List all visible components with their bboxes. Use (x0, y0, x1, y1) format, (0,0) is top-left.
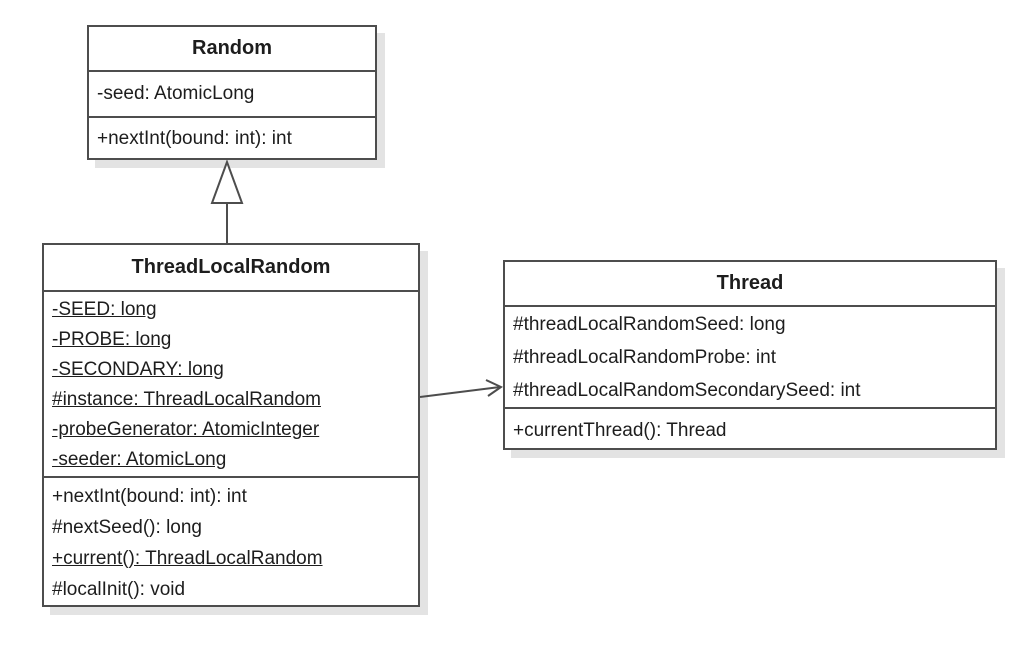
attribute-line: -SECONDARY: long (52, 359, 224, 380)
attribute-line: -seeder: AtomicLong (52, 449, 227, 470)
method-line: +current(): ThreadLocalRandom (52, 548, 323, 570)
attributes-compartment-random: -seed: AtomicLong (89, 70, 375, 116)
class-box-random: Random -seed: AtomicLong +nextInt(bound:… (87, 25, 377, 160)
attributes-compartment-thread: #threadLocalRandomSeed: long #threadLocal… (505, 305, 995, 407)
class-name-thread: Thread (716, 272, 784, 294)
class-name-random: Random (192, 37, 272, 59)
method-line: #localInit(): void (52, 579, 186, 601)
methods-compartment-thread: +currentThread(): Thread (505, 407, 995, 448)
attribute-line: -SEED: long (52, 299, 157, 320)
attribute-line: #threadLocalRandomSecondarySeed: int (513, 380, 861, 401)
attribute-line: -PROBE: long (52, 329, 172, 350)
association-arrow (419, 379, 504, 398)
attribute-line: #instance: ThreadLocalRandom (52, 389, 321, 410)
method-line: +currentThread(): Thread (513, 420, 727, 441)
attribute-line: #threadLocalRandomProbe: int (513, 347, 777, 368)
methods-compartment-random: +nextInt(bound: int): int (89, 116, 375, 158)
method-line: #nextSeed(): long (52, 517, 202, 539)
class-box-thread: Thread #threadLocalRandomSeed: long#thre… (503, 260, 997, 450)
method-line: +nextInt(bound: int): int (52, 486, 247, 508)
class-name-threadlocalrandom: ThreadLocalRandom (131, 256, 331, 278)
attribute-line: -seed: AtomicLong (97, 83, 255, 104)
methods-compartment-threadlocalrandom: +nextInt(bound: int): int #nextSeed(): lo… (44, 476, 418, 605)
attribute-line: -probeGenerator: AtomicInteger (52, 419, 320, 440)
inheritance-arrow (210, 159, 244, 243)
hollow-triangle-arrowhead (210, 159, 244, 204)
class-box-threadlocalrandom: ThreadLocalRandom -SEED: long -PROBE: lon… (42, 243, 420, 607)
method-line: +nextInt(bound: int): int (97, 128, 292, 149)
open-arrowhead (485, 379, 504, 397)
attributes-compartment-threadlocalrandom: -SEED: long -PROBE: long -SECONDARY: long #… (44, 290, 418, 476)
attribute-line: #threadLocalRandomSeed: long (513, 314, 786, 335)
